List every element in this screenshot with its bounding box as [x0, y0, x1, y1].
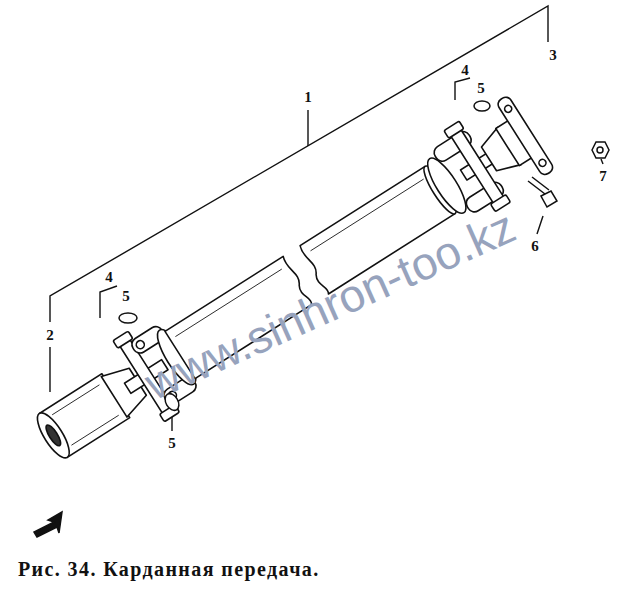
slip-yoke-end: [32, 409, 75, 463]
callout-number: 7: [599, 169, 607, 184]
slip-yoke-shade: [52, 385, 119, 445]
callout-bracket: [537, 216, 543, 234]
callout-number: 1: [304, 90, 312, 105]
bearing-cap: [444, 121, 464, 138]
flange-hole: [503, 104, 513, 114]
callout-number: 5: [477, 81, 485, 96]
callout-bracket: [601, 159, 603, 164]
callout-number: 2: [46, 328, 54, 343]
callout-bracket: [49, 347, 50, 392]
callout-bracket: [455, 78, 470, 100]
callout-bracket: [307, 110, 308, 146]
callout-bracket: [50, 6, 548, 322]
callout-number: 4: [105, 270, 113, 285]
propeller-shaft: [20, 92, 557, 481]
callout-bracket: [50, 6, 603, 431]
small-parts: [34, 101, 609, 537]
flange-plate: [496, 95, 555, 177]
spline-bore: [44, 423, 64, 448]
callout-bracket: [100, 286, 117, 318]
circlip: [119, 313, 137, 323]
yoke-hub: [421, 153, 472, 218]
circlip: [474, 101, 490, 111]
flange-hole: [538, 158, 548, 168]
callout-number: 3: [549, 48, 557, 63]
nut: [592, 142, 609, 158]
direction-arrow: [34, 512, 62, 537]
figure-caption: Рис. 34. Карданная передача.: [18, 558, 320, 581]
bearing-cap: [113, 331, 133, 348]
callout-number: 4: [461, 63, 469, 78]
nut-hole: [597, 147, 603, 153]
callout-number: 6: [531, 239, 539, 254]
callout-number: 5: [168, 436, 176, 451]
callout-number: 5: [122, 289, 130, 304]
bolt-shank: [528, 177, 549, 194]
yoke-hole: [135, 339, 146, 350]
